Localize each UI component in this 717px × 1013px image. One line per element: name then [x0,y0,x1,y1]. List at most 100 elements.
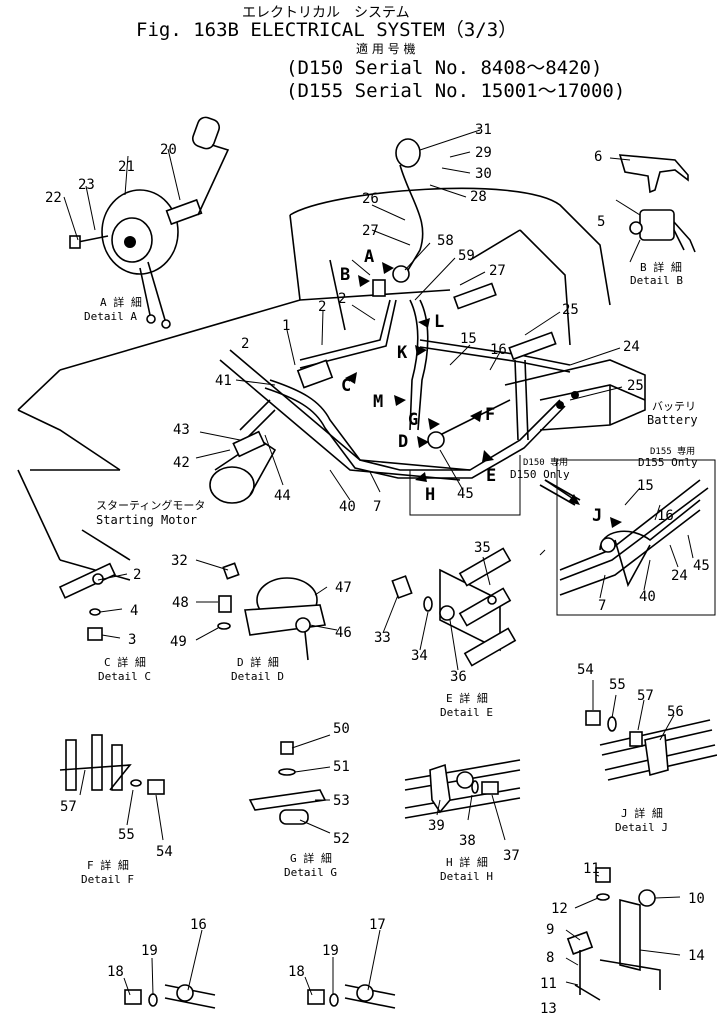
battery-label: Battery [647,413,698,427]
applicable-models-label: 適 用 号 機 [356,42,416,56]
callout-37: 37 [503,848,520,864]
detail-e-clamps [391,547,517,667]
detail-g-jp: G 詳 細 [290,851,332,865]
callout-25a: 25 [562,302,579,318]
callout-57b: 57 [60,799,77,815]
title-japanese: エレクトリカル システム [242,5,410,21]
callout-39: 39 [428,818,445,834]
callout-10: 10 [688,891,705,907]
callout-7b: 7 [598,598,606,614]
callout-20: 20 [160,142,177,158]
detail-a-caption: Detail A [84,310,137,323]
callout-8: 8 [546,950,554,966]
detail-g-clamp [248,741,327,825]
callout-9: 9 [546,922,554,938]
detail-f-clips [59,734,165,795]
callout-4: 4 [130,603,138,619]
callout-21: 21 [118,159,135,175]
letter-e: E [486,466,496,486]
callout-34: 34 [411,648,428,664]
callout-numbers: 31 29 30 28 26 27 58 59 27 25 24 25 15 1… [45,122,710,1013]
callout-42: 42 [173,455,190,471]
callout-43: 43 [173,422,190,438]
detail-b-jp: B 詳 細 [640,260,682,274]
detail-b-caption: Detail B [630,274,683,287]
callout-17: 17 [369,917,386,933]
callout-16a: 16 [490,342,507,358]
callout-50: 50 [333,721,350,737]
callout-5: 5 [597,214,605,230]
alternator-detail-a [69,116,230,329]
detail-c-clamp [58,562,116,641]
callout-15a: 15 [460,331,477,347]
callout-14: 14 [688,948,705,964]
callout-26: 26 [362,191,379,207]
detail-d-relay [217,562,326,661]
callout-31: 31 [475,122,492,138]
detail-d-caption: Detail D [231,670,284,683]
letter-c: C [341,376,351,396]
callout-58: 58 [437,233,454,249]
detail-d-jp: D 詳 細 [237,655,279,669]
callout-13: 13 [540,1001,557,1013]
callout-32: 32 [171,553,188,569]
d150-only-jp: D150 専用 [523,456,568,468]
letter-g: G [408,410,418,430]
callout-55a: 55 [609,677,626,693]
letter-h: H [425,485,435,505]
d155-only-jp: D155 専用 [650,445,695,457]
d155-only-inset [556,459,716,616]
callout-1: 1 [282,318,290,334]
letter-b: B [340,265,350,285]
d155-only-label: D155 Only [638,456,698,469]
letter-j: J [592,506,602,526]
callout-2a: 2 [318,299,326,315]
callout-51: 51 [333,759,350,775]
callout-45a: 45 [457,486,474,502]
callout-30: 30 [475,166,492,182]
callout-22: 22 [45,190,62,206]
detail-c-caption: Detail C [98,670,151,683]
letter-f: F [485,405,495,425]
letter-k: K [397,343,408,363]
callout-15b: 15 [637,478,654,494]
letter-a: A [364,247,374,267]
callout-49: 49 [170,634,187,650]
callout-55b: 55 [118,827,135,843]
callout-6: 6 [594,149,602,165]
callout-46: 46 [335,625,352,641]
callout-47: 47 [335,580,352,596]
callout-3: 3 [128,632,136,648]
serial-range-d150: (D150 Serial No. 8408～8420) [286,57,603,79]
detail-c-jp: C 詳 細 [104,655,146,669]
detail-h-caption: Detail H [440,870,493,883]
detail-h-jp: H 詳 細 [446,855,488,869]
callout-27b: 27 [489,263,506,279]
figure-title: Fig. 163B ELECTRICAL SYSTEM（3/3） [136,19,518,41]
callout-18a: 18 [107,964,124,980]
letter-m: M [373,392,383,412]
letter-l: L [434,312,444,332]
letter-d: D [398,432,408,452]
detail-h-clamp [404,759,521,819]
serial-range-d155: (D155 Serial No. 15001～17000) [286,80,626,102]
callout-25b: 25 [627,378,644,394]
callout-38: 38 [459,833,476,849]
callout-56: 56 [667,704,684,720]
callout-28: 28 [470,189,487,205]
callout-19a: 19 [141,943,158,959]
detail-pointer-arrows [345,262,622,528]
horn-and-relays [296,138,579,449]
callout-36: 36 [450,669,467,685]
d150-only-label: D150 Only [510,468,570,481]
detail-a-jp: A 詳 細 [100,295,142,309]
callout-54a: 54 [577,662,594,678]
callout-41: 41 [215,373,232,389]
callout-16b: 16 [657,508,674,524]
callout-48: 48 [172,595,189,611]
wire-harness [239,164,571,479]
leader-lines [63,129,694,996]
lamp-bracket-detail-b [618,154,696,253]
detail-j-jp: J 詳 細 [621,806,663,820]
